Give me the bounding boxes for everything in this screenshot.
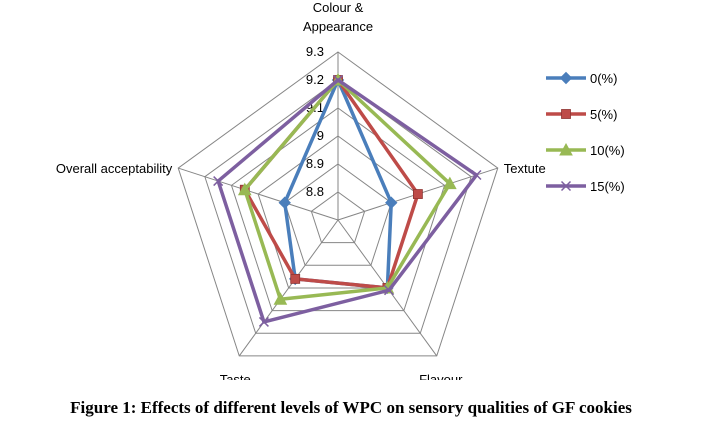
series-3 bbox=[213, 74, 482, 327]
legend-marker bbox=[560, 180, 572, 192]
data-point bbox=[213, 176, 224, 187]
grid-spoke-3 bbox=[238, 219, 339, 357]
series-line bbox=[243, 78, 420, 290]
tick-label: 9.2 bbox=[306, 72, 324, 87]
legend-marker bbox=[559, 142, 573, 156]
legend: 0(%) 5(%) 10(%) 15(%) bbox=[546, 71, 625, 194]
axis-label: Colour & bbox=[313, 0, 364, 15]
series-2 bbox=[237, 72, 457, 305]
data-point bbox=[471, 169, 482, 181]
legend-item: 0(%) bbox=[546, 71, 617, 86]
grid-ring-2 bbox=[257, 135, 419, 289]
legend-item: 10(%) bbox=[546, 142, 625, 158]
legend-marker bbox=[561, 109, 571, 119]
tick-label: 9.3 bbox=[306, 44, 324, 59]
data-point bbox=[412, 189, 423, 199]
grid-ring-0 bbox=[310, 191, 366, 244]
tick-label: 8.8 bbox=[306, 184, 324, 199]
grid-ring-3 bbox=[230, 107, 446, 312]
axis-label: Textute bbox=[504, 161, 546, 176]
data-point bbox=[332, 74, 344, 86]
legend-marker bbox=[559, 71, 573, 85]
data-point bbox=[278, 196, 291, 209]
axis-label: Taste bbox=[220, 372, 251, 380]
data-point bbox=[237, 182, 252, 196]
grid-ring-1 bbox=[284, 163, 392, 266]
axis-label: Overall acceptability bbox=[56, 161, 173, 176]
legend-label: 5(%) bbox=[590, 107, 617, 122]
data-point bbox=[290, 273, 301, 284]
tick-label: 9 bbox=[317, 128, 324, 143]
series-line bbox=[216, 78, 479, 324]
legend-item: 5(%) bbox=[546, 107, 617, 122]
data-point bbox=[383, 285, 395, 296]
legend-item: 15(%) bbox=[546, 179, 625, 194]
grid-spoke-4 bbox=[178, 167, 339, 221]
axis-label: Appearance bbox=[303, 19, 373, 34]
data-point bbox=[258, 316, 269, 327]
data-point bbox=[443, 176, 457, 190]
legend-label: 10(%) bbox=[590, 143, 625, 158]
legend-label: 15(%) bbox=[590, 179, 625, 194]
legend-label: 0(%) bbox=[590, 71, 617, 86]
figure-caption: Figure 1: Effects of different levels of… bbox=[70, 398, 632, 417]
data-point bbox=[273, 292, 288, 305]
axis-label: Flavour bbox=[419, 372, 463, 380]
tick-label: 8.9 bbox=[306, 156, 324, 171]
grid-ring-5 bbox=[177, 51, 499, 357]
series-line bbox=[243, 78, 452, 302]
data-point bbox=[385, 196, 398, 209]
grid-ring-4 bbox=[204, 79, 472, 334]
